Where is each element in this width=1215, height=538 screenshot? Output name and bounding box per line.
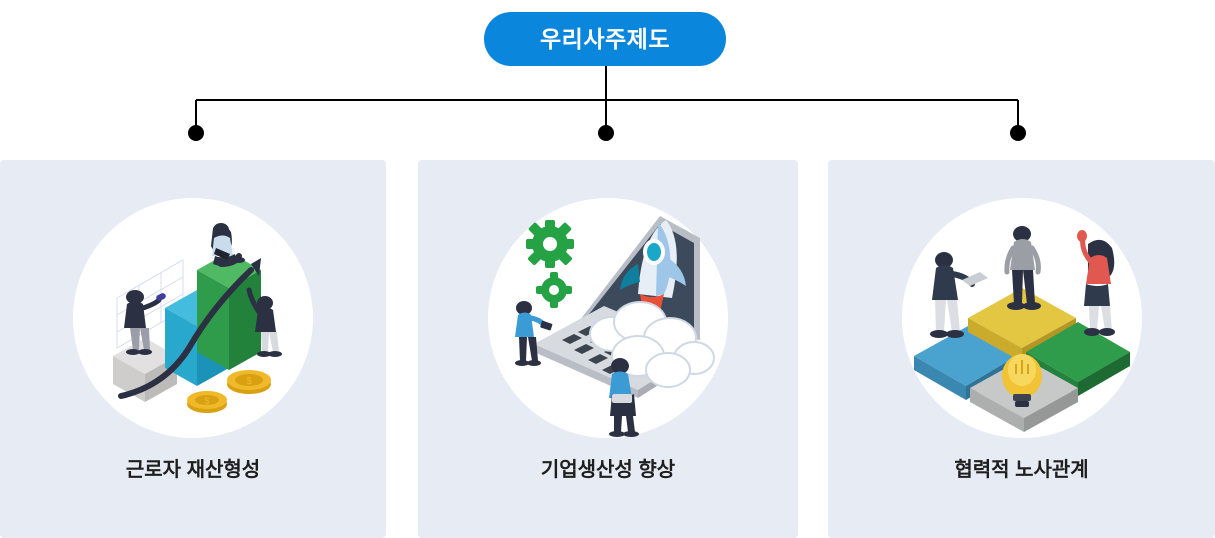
isometric-rocket-launching-from-laptop-icon [515,216,715,437]
branch-card-2[interactable]: 기업생산성 향상 [418,160,798,538]
svg-text:$: $ [204,396,209,406]
isometric-growth-bar-chart-with-coins-icon: $ $ [113,223,282,413]
connector-lines [188,66,1026,141]
branch-card-label-2: 기업생산성 향상 [540,459,676,481]
branch-card-3[interactable]: 협력적 노사관계 [828,160,1215,538]
branch-card-label-1: 근로자 재산형성 [125,459,261,481]
isometric-puzzle-pieces-teamwork-icon [913,226,1130,432]
branch-card-label-3: 협력적 노사관계 [954,459,1089,481]
root-node-label: 우리사주제도 [540,25,670,52]
svg-text:$: $ [246,376,252,387]
branch-card-1[interactable]: $ $ 근로자 재산형성 [0,160,386,538]
root-node[interactable]: 우리사주제도 [484,12,726,66]
